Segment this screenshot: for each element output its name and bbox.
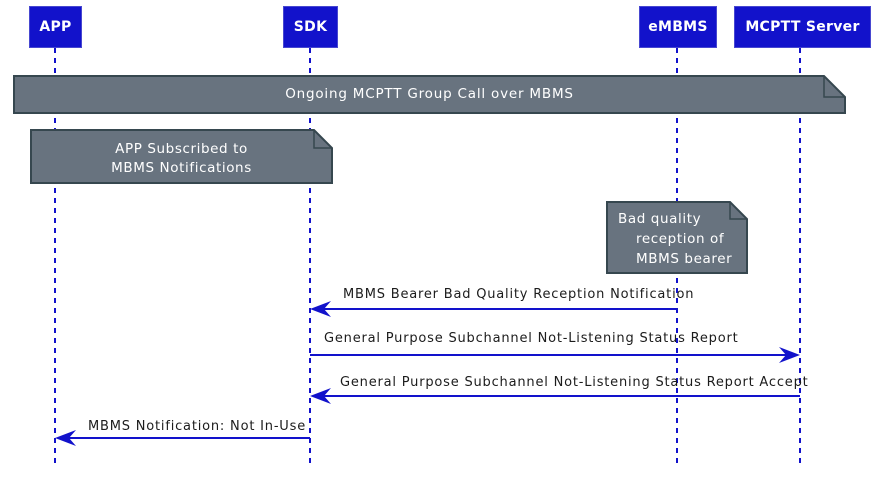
note1-body <box>30 129 333 184</box>
participant-embms: eMBMS <box>639 6 717 48</box>
note2-line3: MBMS bearer <box>636 251 733 267</box>
arrow-msg3-mcptt-to-sdk <box>310 388 800 404</box>
note2-line1: Bad quality <box>618 211 702 227</box>
note-bad-quality-text: Bad quality reception of MBMS bearer <box>618 209 732 269</box>
participant-sdk: SDK <box>283 6 338 48</box>
arrow-msg4-sdk-to-app <box>55 430 310 446</box>
banner-note-fold <box>823 76 845 98</box>
message-label-status-report: General Purpose Subchannel Not-Listening… <box>324 331 739 346</box>
msg3-arrowhead <box>310 388 331 404</box>
note1-fold <box>313 130 332 149</box>
participant-app: APP <box>29 6 82 48</box>
note-app-subscribed-shape <box>30 129 333 184</box>
note2-line2: reception of <box>636 231 725 247</box>
banner-note-body <box>13 75 846 114</box>
note2-body <box>606 201 748 274</box>
note1-line1: APP Subscribed to <box>115 141 248 157</box>
banner-note-shape <box>13 75 846 114</box>
msg4-arrowhead <box>55 430 76 446</box>
msg1-arrowhead <box>310 301 331 317</box>
participant-mcptt-server: MCPTT Server <box>734 6 871 48</box>
msg2-arrowhead <box>779 347 800 363</box>
message-label-mbms-notification-not-in-use: MBMS Notification: Not In-Use <box>88 419 306 434</box>
arrow-msg1-embms-to-sdk <box>310 301 677 317</box>
note-app-subscribed-text: APP Subscribed to MBMS Notifications <box>31 140 332 178</box>
note2-fold <box>729 202 747 220</box>
message-label-status-report-accept: General Purpose Subchannel Not-Listening… <box>340 375 809 390</box>
message-label-mbms-bearer-bad-quality: MBMS Bearer Bad Quality Reception Notifi… <box>343 287 695 302</box>
arrow-msg2-sdk-to-mcptt <box>310 347 800 363</box>
note-bad-quality-shape <box>606 201 748 274</box>
banner-note-text: Ongoing MCPTT Group Call over MBMS <box>285 86 574 102</box>
note1-line2: MBMS Notifications <box>111 160 252 176</box>
